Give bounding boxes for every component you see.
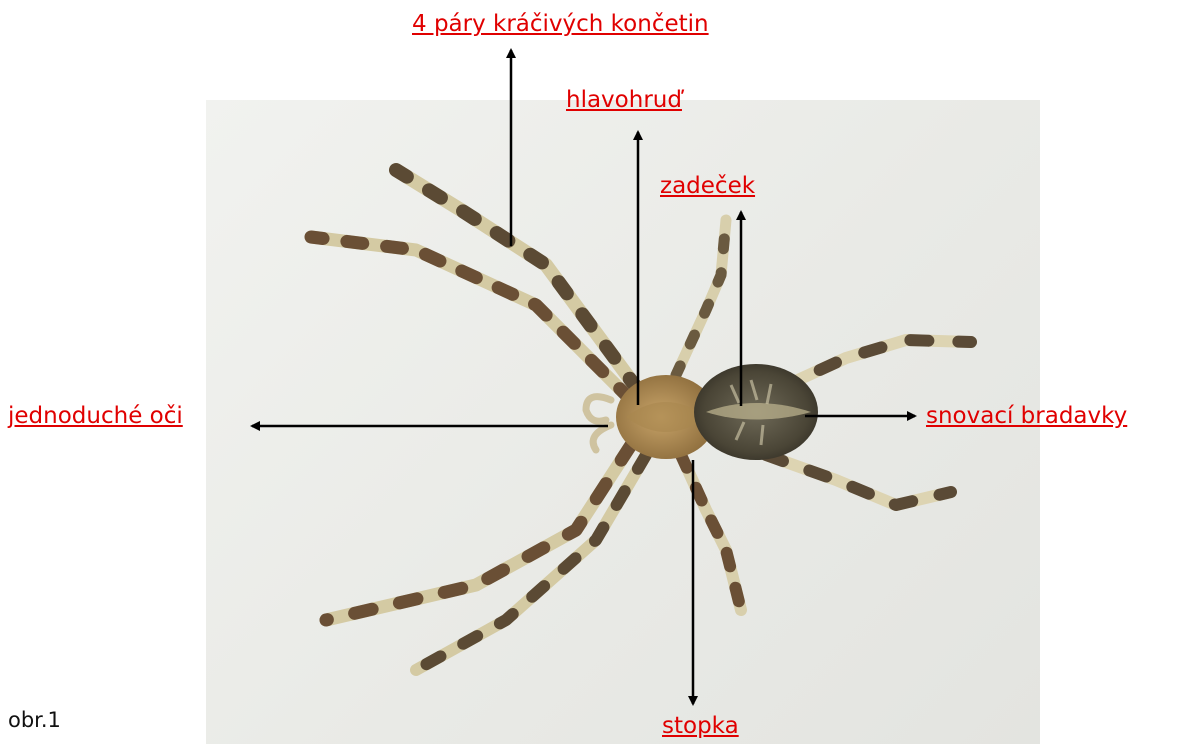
- label-legs: 4 páry kráčivých končetin: [412, 10, 709, 38]
- figure-caption: obr.1: [8, 708, 61, 732]
- label-spinnerets: snovací bradavky: [926, 402, 1127, 430]
- label-cephalothorax: hlavohruď: [566, 86, 682, 114]
- label-pedicel: stopka: [662, 712, 739, 740]
- label-abdomen: zadeček: [660, 172, 755, 200]
- label-eyes: jednoduché oči: [8, 402, 183, 430]
